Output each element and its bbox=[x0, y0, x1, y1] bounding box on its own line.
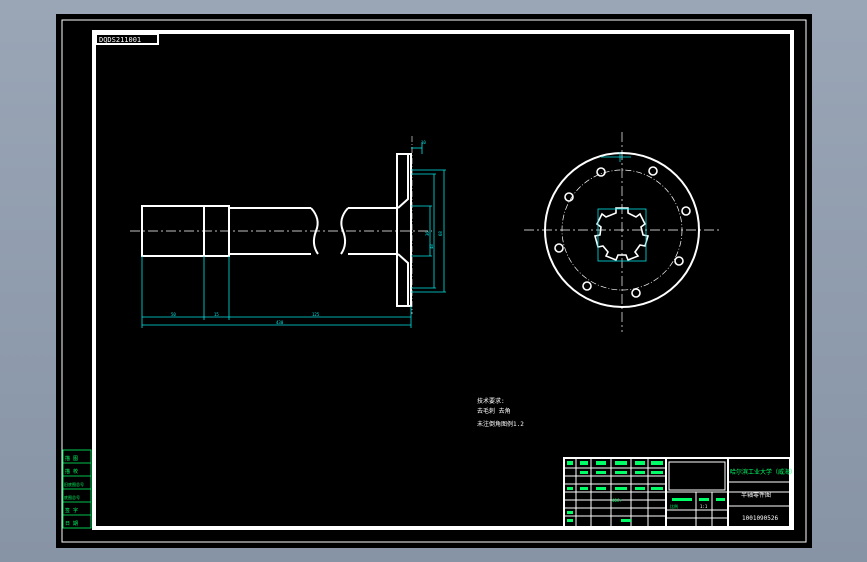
dim-d2: 68 bbox=[438, 231, 443, 236]
inner-border bbox=[92, 30, 794, 530]
title-block bbox=[563, 457, 791, 529]
stamp-row-1: 描 图 bbox=[65, 455, 78, 462]
dim-l1: 50 bbox=[171, 312, 176, 317]
dimension-lines bbox=[141, 142, 446, 328]
title-material: 40Cr bbox=[612, 498, 622, 503]
stamp-row-6: 日 期 bbox=[65, 521, 78, 527]
notes-line1: 去毛刺 去角 bbox=[477, 407, 511, 415]
title-scale-value: 1:1 bbox=[700, 504, 708, 509]
drawing-canvas[interactable]: DQDS211001 bbox=[56, 14, 812, 548]
stamp-row-3: 旧底图总号 bbox=[64, 481, 84, 487]
title-scale-label: 比例 bbox=[670, 503, 678, 509]
spline-bore bbox=[594, 207, 650, 262]
notes-line2: 未注倒角图例1.2 bbox=[477, 420, 524, 428]
shaft-front-view bbox=[141, 153, 412, 307]
code-box bbox=[95, 33, 159, 45]
title-drawing-no: 1001090526 bbox=[742, 515, 779, 522]
dim-flange-thk: 10 bbox=[421, 140, 426, 145]
dim-d3: 48 bbox=[429, 244, 434, 249]
cad-drawing: DQDS211001 bbox=[61, 19, 807, 543]
title-school: 哈尔滨工业大学（威海） bbox=[730, 468, 796, 476]
outer-border bbox=[61, 19, 807, 543]
stamp-row-4: 底图总号 bbox=[64, 494, 80, 500]
code-box-text: DQDS211001 bbox=[99, 36, 141, 44]
side-stamp-table bbox=[62, 449, 92, 529]
stamp-row-2: 描 校 bbox=[65, 468, 78, 475]
dim-total: 430 bbox=[276, 320, 284, 325]
stamp-row-5: 签 字 bbox=[65, 507, 78, 514]
notes-heading: 技术要求: bbox=[477, 397, 505, 405]
title-block-cells bbox=[567, 461, 725, 522]
dim-d1: 36 bbox=[425, 231, 430, 236]
bolt-holes bbox=[554, 166, 691, 298]
title-part-name: 半轴零件图 bbox=[741, 491, 771, 499]
dim-l3: 125 bbox=[312, 312, 320, 317]
flange-side-view bbox=[524, 132, 722, 332]
technical-notes: 技术要求: 去毛刺 去角 未注倒角图例1.2 bbox=[477, 397, 524, 428]
dim-l2: 15 bbox=[214, 312, 219, 317]
